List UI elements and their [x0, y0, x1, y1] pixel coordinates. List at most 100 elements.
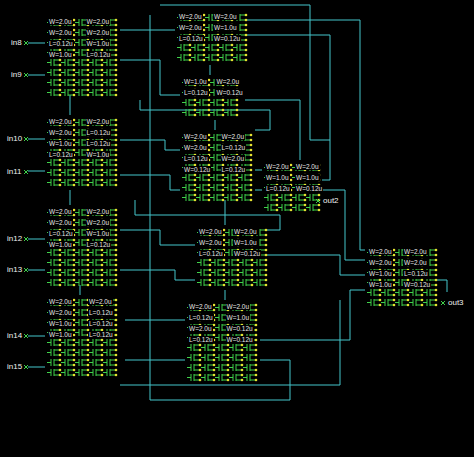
terminal-dot	[255, 344, 258, 347]
transistor-symbol	[210, 109, 223, 116]
device-size: W=2.0u	[48, 298, 73, 305]
terminal-dot	[379, 304, 382, 307]
transistor-symbol	[89, 279, 102, 286]
device-size: L=0.12u	[221, 166, 247, 173]
terminal-dot	[194, 199, 197, 202]
terminal-dot	[59, 79, 62, 82]
terminal-dot	[87, 359, 90, 362]
wire	[28, 75, 45, 76]
terminal-dot	[73, 359, 76, 362]
terminal-dot	[208, 174, 211, 177]
terminal-dot	[393, 259, 396, 262]
pin-marker	[441, 301, 445, 305]
transistor-symbol	[103, 279, 116, 286]
terminal-dot	[393, 304, 396, 307]
wire	[225, 290, 226, 300]
transistor-symbol	[225, 279, 238, 286]
terminal-dot	[255, 319, 258, 322]
terminal-dot	[250, 159, 253, 162]
terminal-dot	[189, 54, 192, 57]
terminal-dot	[73, 89, 76, 92]
terminal-dot	[208, 139, 211, 142]
device-size: W=2.0u	[48, 29, 73, 36]
terminal-dot	[208, 79, 211, 82]
terminal-dot	[59, 159, 62, 162]
terminal-dot	[222, 199, 225, 202]
terminal-dot	[73, 29, 76, 32]
terminal-dot	[251, 279, 254, 282]
terminal-dot	[115, 139, 118, 142]
terminal-dot	[250, 149, 253, 152]
terminal-dot	[223, 274, 226, 277]
terminal-dot	[231, 59, 234, 62]
terminal-dot	[73, 209, 76, 212]
wire	[28, 336, 45, 337]
terminal-dot	[255, 369, 258, 372]
terminal-dot	[115, 79, 118, 82]
transistor-symbol	[103, 369, 116, 376]
pin-name: in15	[6, 362, 23, 371]
terminal-dot	[265, 249, 268, 252]
terminal-dot	[101, 279, 104, 282]
terminal-dot	[59, 89, 62, 92]
terminal-dot	[115, 54, 118, 57]
terminal-dot	[194, 189, 197, 192]
terminal-dot	[265, 279, 268, 282]
terminal-dot	[115, 274, 118, 277]
terminal-dot	[115, 284, 118, 287]
terminal-dot	[73, 94, 76, 97]
transistor-symbol	[89, 69, 102, 76]
terminal-dot	[115, 164, 118, 167]
terminal-dot	[189, 44, 192, 47]
transistor-symbol	[224, 109, 237, 116]
terminal-dot	[115, 19, 118, 22]
terminal-dot	[203, 49, 206, 52]
terminal-dot	[227, 379, 230, 382]
terminal-dot	[87, 254, 90, 257]
terminal-dot	[101, 69, 104, 72]
terminal-dot	[101, 284, 104, 287]
device-size: W=2.0u	[48, 18, 73, 25]
transistor-symbol	[75, 179, 88, 186]
terminal-dot	[59, 344, 62, 347]
pin-name: in14	[6, 331, 23, 340]
terminal-dot	[222, 114, 225, 117]
device-size: W=2.0u	[86, 219, 111, 226]
wire	[70, 190, 71, 205]
terminal-dot	[231, 49, 234, 52]
terminal-dot	[73, 324, 76, 327]
terminal-dot	[250, 179, 253, 182]
transistor-symbol	[197, 279, 210, 286]
device-size: L=0.12u	[86, 241, 112, 248]
device-size: W=2.0u	[188, 303, 213, 310]
terminal-dot	[208, 149, 211, 152]
terminal-dot	[223, 279, 226, 282]
device-size: L=0.12u	[221, 144, 247, 151]
terminal-dot	[255, 379, 258, 382]
device-size: W=1.0u	[183, 78, 208, 85]
terminal-dot	[208, 104, 211, 107]
terminal-dot	[73, 309, 76, 312]
terminal-dot	[115, 159, 118, 162]
transistor-symbol	[47, 339, 60, 346]
terminal-dot	[209, 269, 212, 272]
terminal-dot	[250, 144, 253, 147]
device-size: W=2.0u	[403, 259, 428, 266]
transistor-symbol	[243, 364, 256, 371]
transistor-symbol	[75, 169, 88, 176]
terminal-dot	[255, 359, 258, 362]
transistor-symbol	[47, 259, 60, 266]
terminal-dot	[59, 74, 62, 77]
terminal-dot	[421, 289, 424, 292]
terminal-dot	[115, 39, 118, 42]
terminal-dot	[73, 334, 76, 337]
terminal-dot	[101, 344, 104, 347]
terminal-dot	[435, 299, 438, 302]
device-size: W=0.12u	[226, 325, 254, 332]
terminal-dot	[115, 154, 118, 157]
terminal-dot	[87, 364, 90, 367]
wire	[255, 170, 262, 171]
terminal-dot	[237, 274, 240, 277]
terminal-dot	[236, 189, 239, 192]
transistor-symbol	[239, 259, 252, 266]
